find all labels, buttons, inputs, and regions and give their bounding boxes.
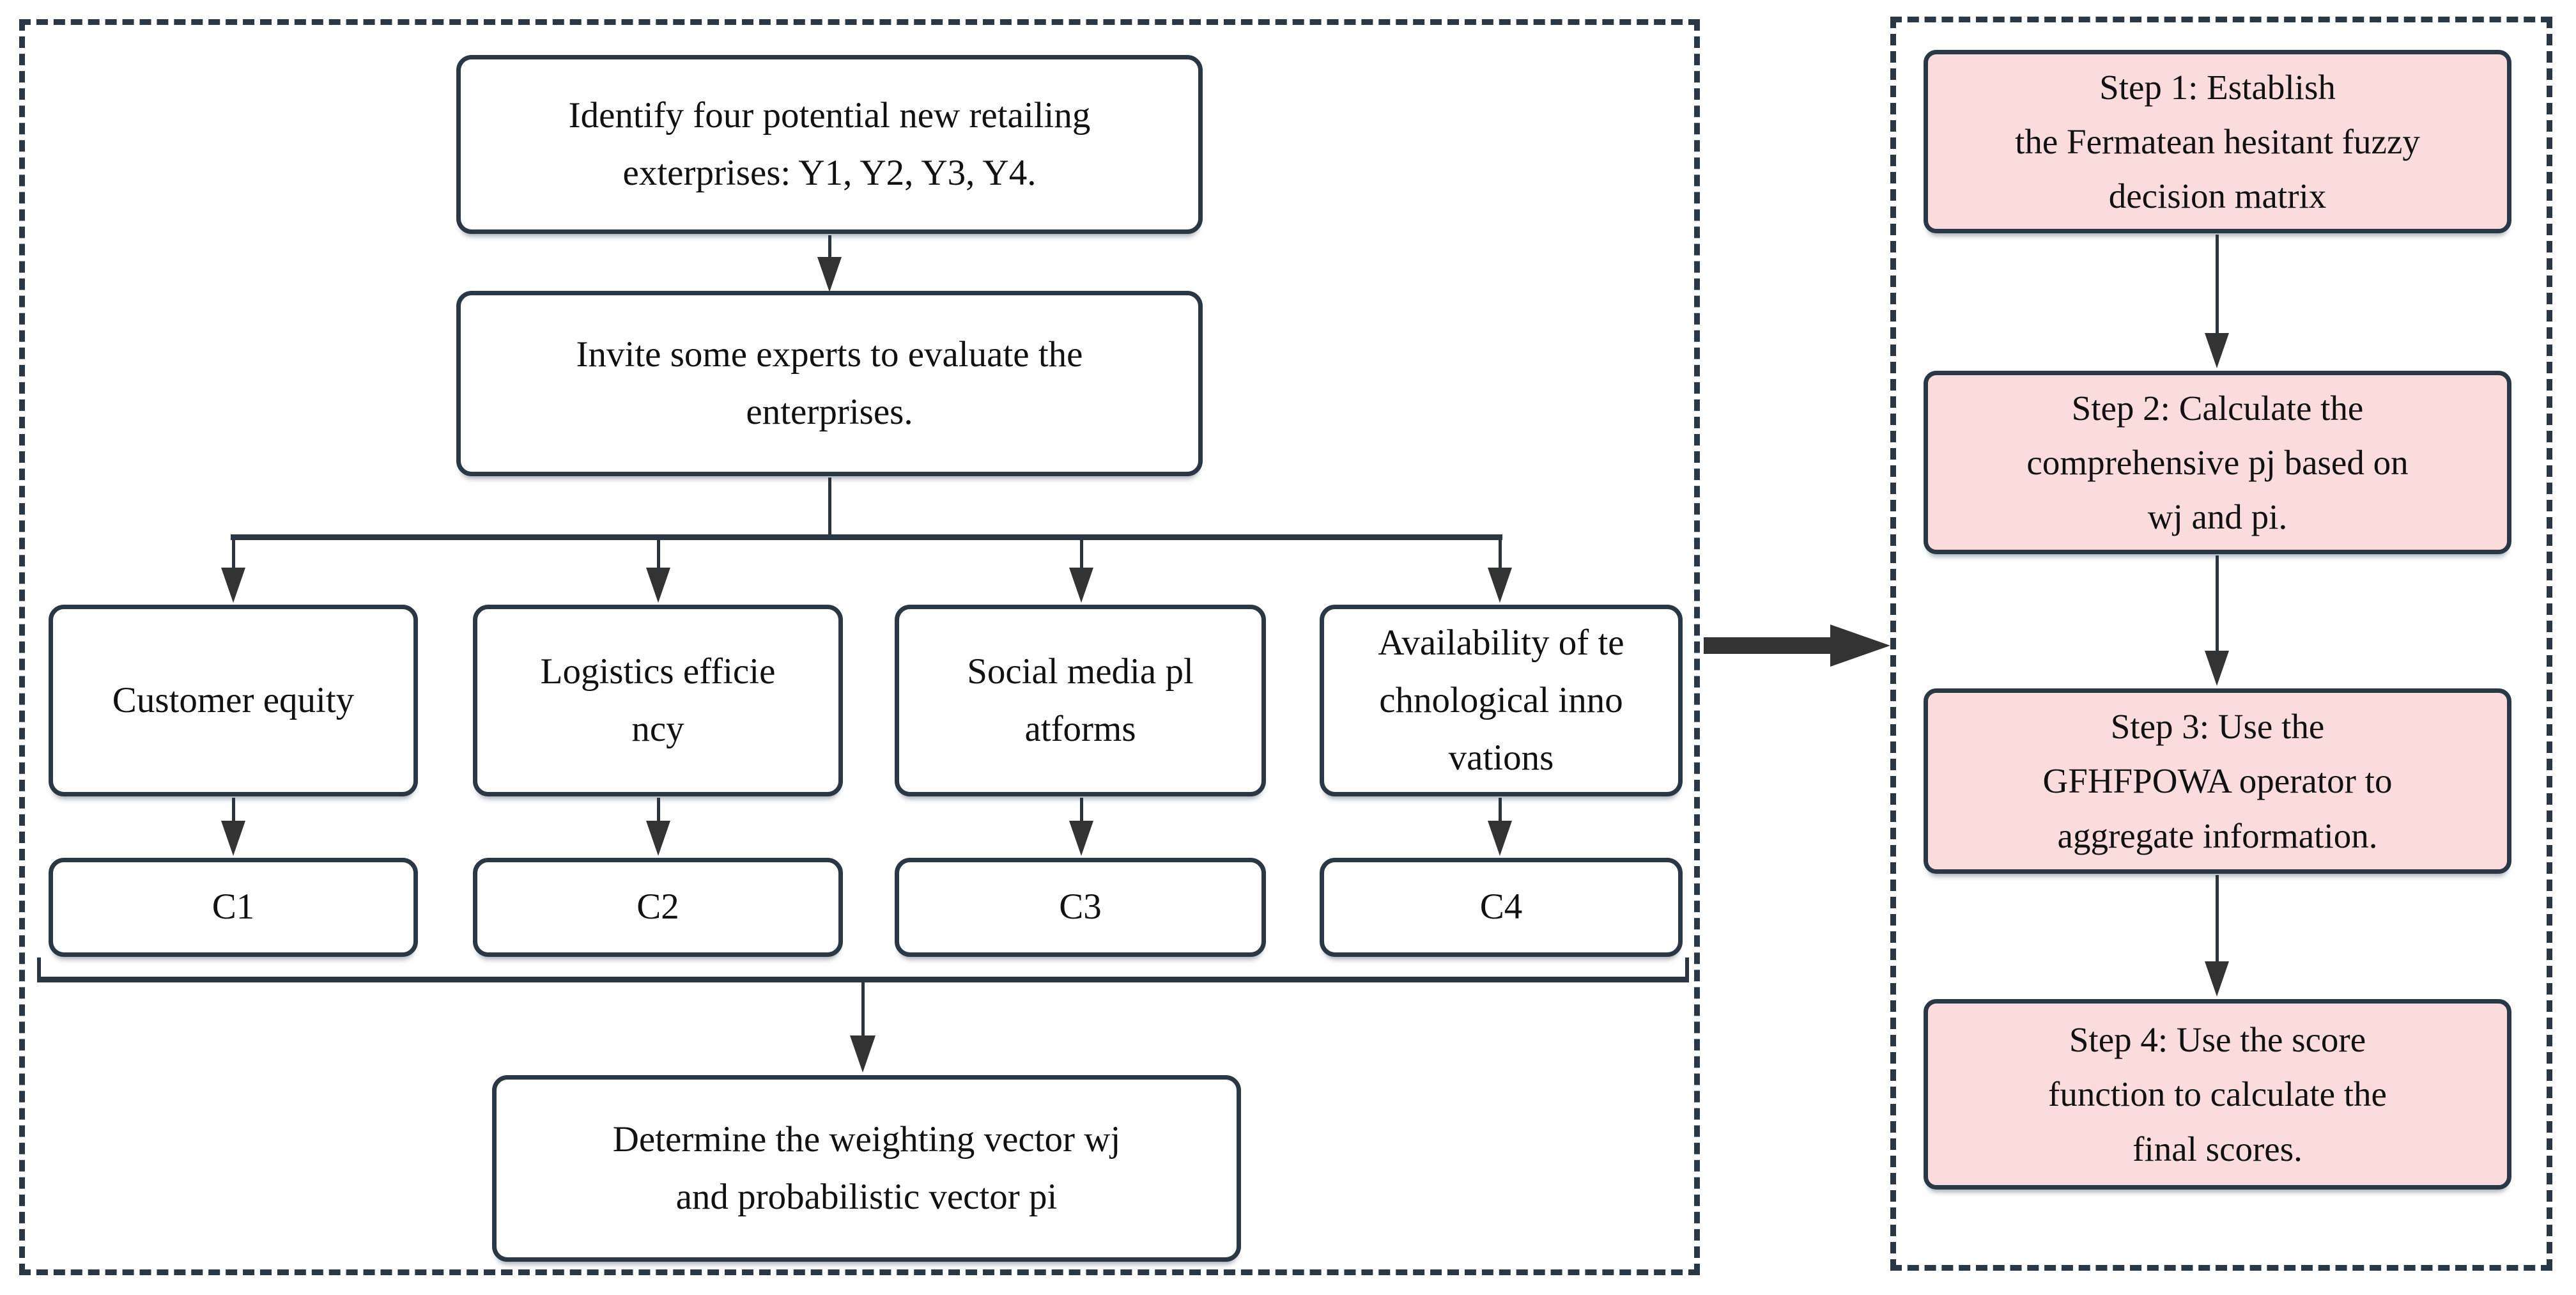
step-4-text-line2: function to calculate the: [2048, 1074, 2387, 1114]
stage-transition-arrow-shaft: [1704, 637, 1832, 654]
invite-experts-text-line1: Invite some experts to evaluate the: [576, 334, 1083, 375]
c3-box: C3: [895, 858, 1266, 957]
arrow-identify-to-invite-stem: [828, 235, 831, 262]
branch-arrow-3-stem: [1080, 540, 1083, 570]
arrow-step1-to-step2-head-icon: [2205, 333, 2229, 368]
criterion-1-to-c1-head-icon: [221, 821, 245, 856]
bracket-to-determine-stem: [861, 982, 865, 1037]
arrow-step1-to-step2-stem: [2216, 235, 2219, 336]
criterion-4-to-c4-stem: [1499, 798, 1502, 823]
criterion-1-to-c1-stem: [232, 798, 235, 823]
criterion-3-to-c3-stem: [1080, 798, 1083, 823]
step-2-box: Step 2: Calculate the comprehensive pj b…: [1924, 371, 2511, 554]
criterion-customer-equity-text: Customer equity: [112, 679, 355, 720]
criterion-social-media-text-line1: Social media pl: [967, 651, 1194, 692]
arrow-step2-to-step3-stem: [2216, 555, 2219, 653]
step-3-text-line2: GFHFPOWA operator to: [2042, 761, 2393, 801]
invite-experts-box: Invite some experts to evaluate the ente…: [456, 291, 1203, 476]
identify-enterprises-text-line1: Identify four potential new retailing: [568, 95, 1091, 136]
determine-vectors-box: Determine the weighting vector wj and pr…: [492, 1075, 1241, 1262]
step-1-text-line3: decision matrix: [2108, 176, 2327, 216]
determine-vectors-text-line1: Determine the weighting vector wj: [612, 1119, 1121, 1159]
c2-label: C2: [636, 887, 679, 927]
invite-experts-text-line2: enterprises.: [746, 392, 913, 432]
criterion-4-to-c4-head-icon: [1488, 821, 1512, 856]
right-steps-panel: [1890, 17, 2552, 1271]
step-3-text-line3: aggregate information.: [2057, 816, 2378, 855]
branch-arrow-4-stem: [1499, 540, 1502, 570]
criterion-tech-innovation-box: Availability of te chnological inno vati…: [1320, 605, 1683, 796]
criterion-tech-innovation-text-line2: chnological inno: [1379, 679, 1623, 720]
step-4-box: Step 4: Use the score function to calcul…: [1924, 999, 2511, 1190]
branch-arrow-2-stem: [657, 540, 660, 570]
criterion-social-media-text-line2: atforms: [1024, 709, 1136, 749]
criterion-3-to-c3-head-icon: [1069, 821, 1093, 856]
step-1-text-line2: the Fermatean hesitant fuzzy: [2015, 121, 2420, 161]
step-2-text-line2: comprehensive pj based on: [2026, 442, 2409, 482]
step-3-box: Step 3: Use the GFHFPOWA operator to agg…: [1924, 688, 2511, 874]
c3-label: C3: [1059, 887, 1102, 927]
step-2-text-line3: wj and pi.: [2147, 497, 2288, 537]
branch-line: [231, 534, 1502, 540]
criterion-social-media-box: Social media pl atforms: [895, 605, 1266, 796]
step-1-box: Step 1: Establish the Fermatean hesitant…: [1924, 50, 2511, 233]
arrow-step2-to-step3-head-icon: [2205, 651, 2229, 686]
criterion-tech-innovation-text-line3: vations: [1448, 738, 1554, 779]
bracket-to-determine-head-icon: [850, 1035, 875, 1073]
criterion-logistics-text-line1: Logistics efficie: [540, 651, 776, 692]
step-1-text-line1: Step 1: Establish: [2099, 67, 2336, 107]
criterion-2-to-c2-stem: [657, 798, 660, 823]
identify-enterprises-box: Identify four potential new retailing ex…: [456, 55, 1203, 234]
criterion-customer-equity-box: Customer equity: [49, 605, 418, 796]
criterion-2-to-c2-head-icon: [646, 821, 670, 856]
branch-arrow-1-head-icon: [221, 568, 245, 603]
arrow-step3-to-step4-head-icon: [2205, 961, 2229, 996]
branch-arrow-1-stem: [232, 540, 235, 570]
c4-label: C4: [1479, 887, 1523, 927]
step-4-text-line3: final scores.: [2133, 1129, 2302, 1168]
criterion-logistics-efficiency-box: Logistics efficie ncy: [473, 605, 843, 796]
bracket-left-tick: [37, 958, 41, 981]
c4-box: C4: [1320, 858, 1683, 957]
invite-to-branch-stem: [828, 477, 831, 538]
arrow-identify-to-invite-head-icon: [817, 257, 842, 292]
arrow-step3-to-step4-stem: [2216, 875, 2219, 964]
step-3-text-line1: Step 3: Use the: [2110, 707, 2325, 747]
branch-arrow-4-head-icon: [1488, 568, 1512, 603]
branch-arrow-3-head-icon: [1069, 568, 1093, 603]
branch-arrow-2-head-icon: [646, 568, 670, 603]
stage-transition-arrow-head-icon: [1830, 624, 1890, 667]
c1-box: C1: [49, 858, 418, 957]
left-stage-panel: [19, 19, 1700, 1275]
step-4-text-line1: Step 4: Use the score: [2069, 1020, 2366, 1060]
c1-label: C1: [212, 887, 255, 927]
identify-enterprises-text-line2: exterprises: Y1, Y2, Y3, Y4.: [622, 153, 1037, 193]
c2-box: C2: [473, 858, 843, 957]
criterion-logistics-text-line2: ncy: [631, 709, 684, 749]
bracket-right-tick: [1685, 958, 1689, 981]
step-2-text-line1: Step 2: Calculate the: [2071, 388, 2364, 428]
criterion-tech-innovation-text-line1: Availability of te: [1378, 622, 1624, 663]
determine-vectors-text-line2: and probabilistic vector pi: [675, 1177, 1058, 1217]
bracket-line: [37, 977, 1689, 982]
